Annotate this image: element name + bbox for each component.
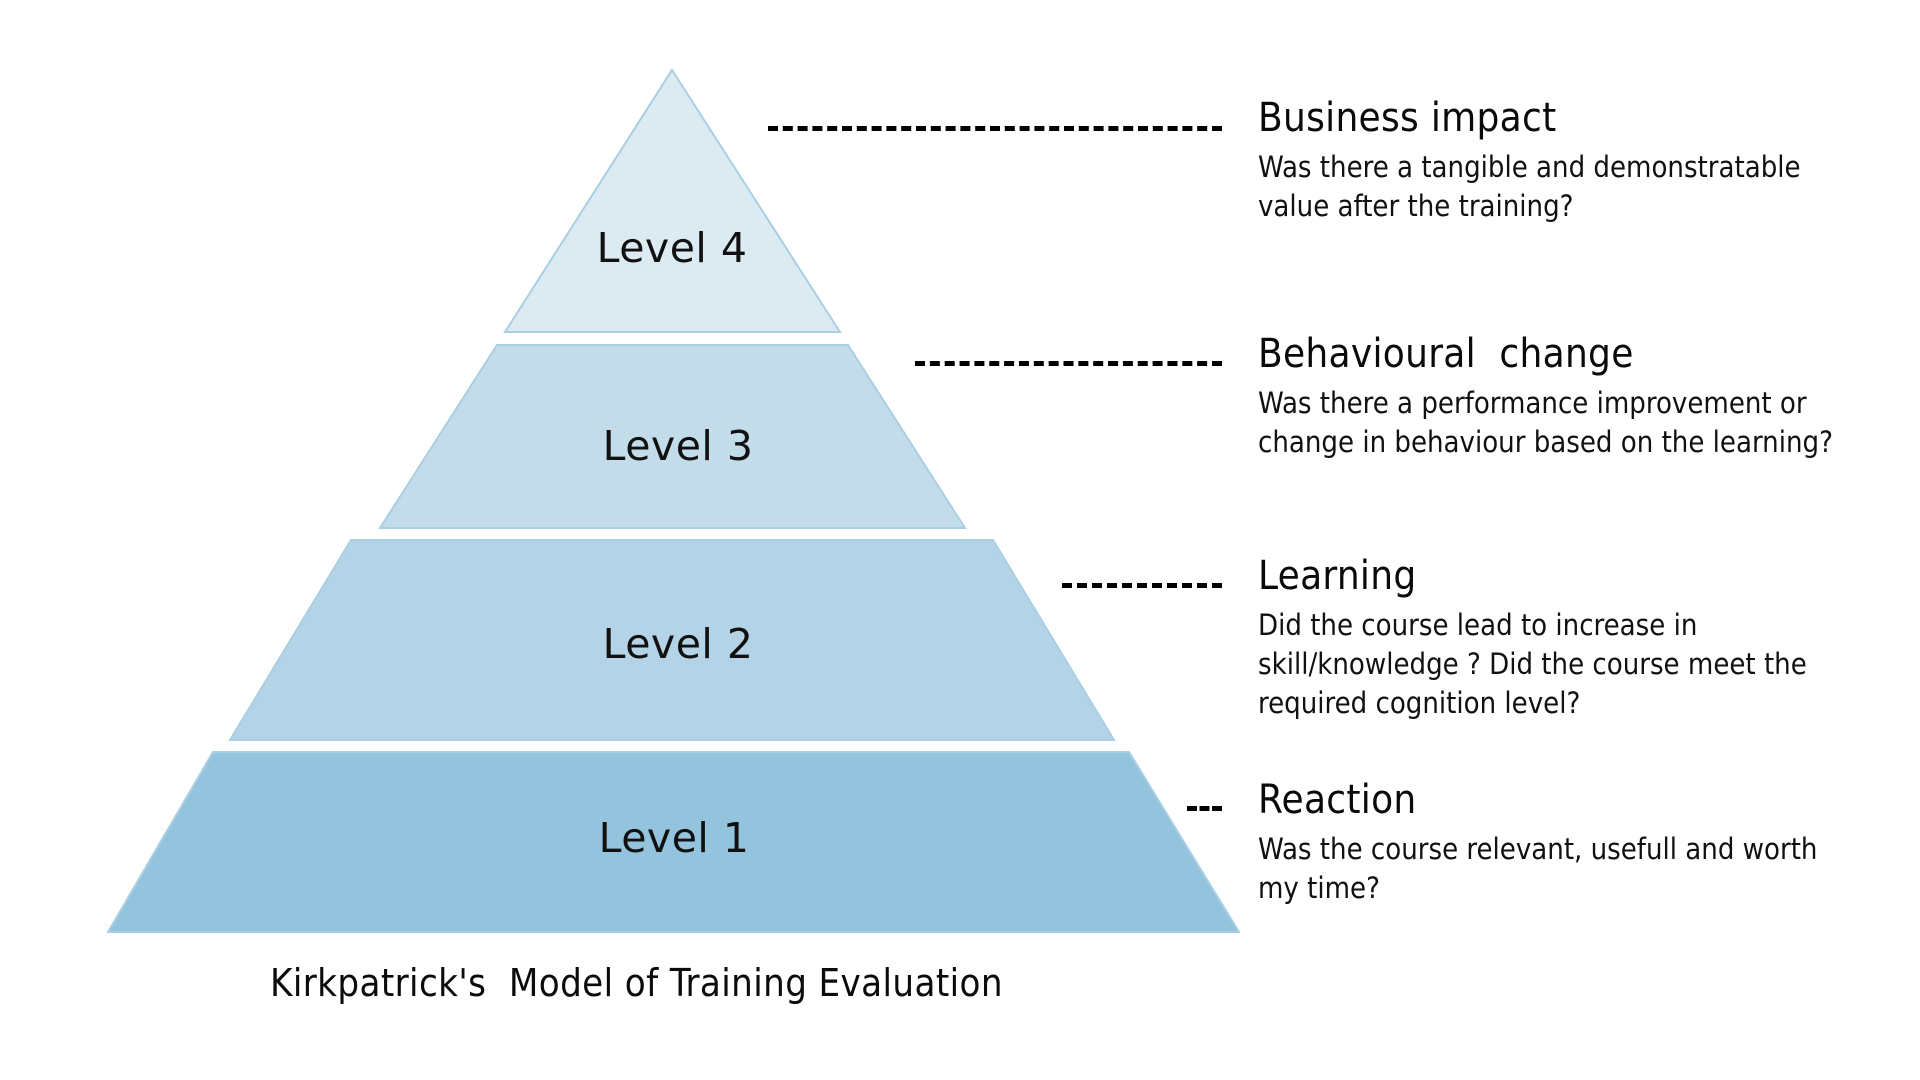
legend-body-business-impact: Was there a tangible and demonstratable … xyxy=(1258,150,1801,223)
pyramid-graphic xyxy=(106,68,1241,933)
diagram-caption: Kirkpatrick's Model of Training Evaluati… xyxy=(270,961,1003,1005)
legend-body-learning: Did the course lead to increase in skill… xyxy=(1258,608,1807,720)
pyramid-tier-level-1 xyxy=(106,751,1241,933)
pyramid-tier-level-2 xyxy=(228,539,1116,741)
legend-entry-reaction: Reaction Was the course relevant, useful… xyxy=(1258,780,1888,908)
leader-line-business-impact xyxy=(768,126,1222,131)
pyramid-tier-level-3 xyxy=(378,344,967,529)
legend-entry-behavioural-change: Behavioural change Was there a performan… xyxy=(1258,334,1888,462)
legend-entry-learning: Learning Did the course lead to increase… xyxy=(1258,556,1888,723)
legend-heading-reaction: Reaction xyxy=(1258,777,1417,823)
leader-line-reaction xyxy=(1187,806,1222,811)
legend-heading-learning: Learning xyxy=(1258,553,1417,599)
legend-heading-behavioural-change: Behavioural change xyxy=(1258,331,1634,377)
legend-body-behavioural-change: Was there a performance improvement or c… xyxy=(1258,386,1833,459)
legend-heading-business-impact: Business impact xyxy=(1258,95,1557,141)
leader-line-behavioural-change xyxy=(915,361,1222,366)
pyramid-tier-level-4 xyxy=(503,68,842,333)
legend-entry-business-impact: Business impact Was there a tangible and… xyxy=(1258,98,1888,226)
legend-body-reaction: Was the course relevant, usefull and wor… xyxy=(1258,832,1818,905)
leader-line-learning xyxy=(1062,583,1222,588)
